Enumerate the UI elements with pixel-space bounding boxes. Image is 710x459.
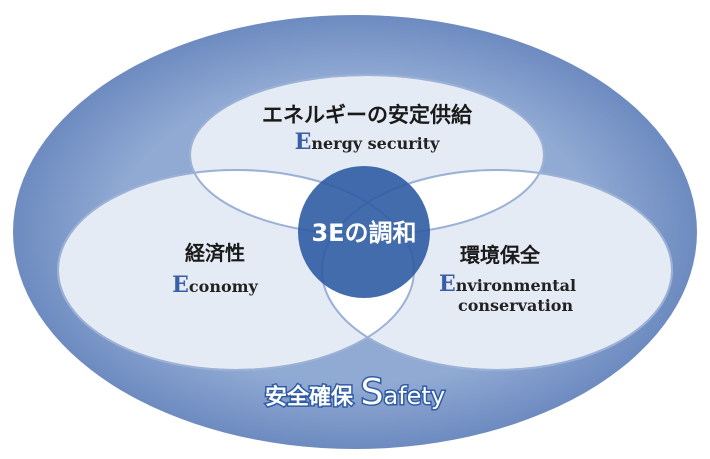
environment-title: 環境保全 — [460, 243, 541, 267]
environment-english-line2: conservation — [458, 296, 573, 315]
3e-harmony-circle — [298, 166, 430, 298]
energy-security-title: エネルギーの安定供給 — [262, 103, 473, 127]
economy-title: 経済性 — [185, 241, 245, 265]
energy-security-english: Energy security — [295, 129, 441, 155]
safety-label: 安全確保 Safety — [265, 372, 445, 413]
economy-english: Economy — [172, 272, 258, 298]
environment-english: Environmental — [439, 271, 576, 297]
3e-harmony-label: 3Eの調和 — [311, 219, 416, 247]
